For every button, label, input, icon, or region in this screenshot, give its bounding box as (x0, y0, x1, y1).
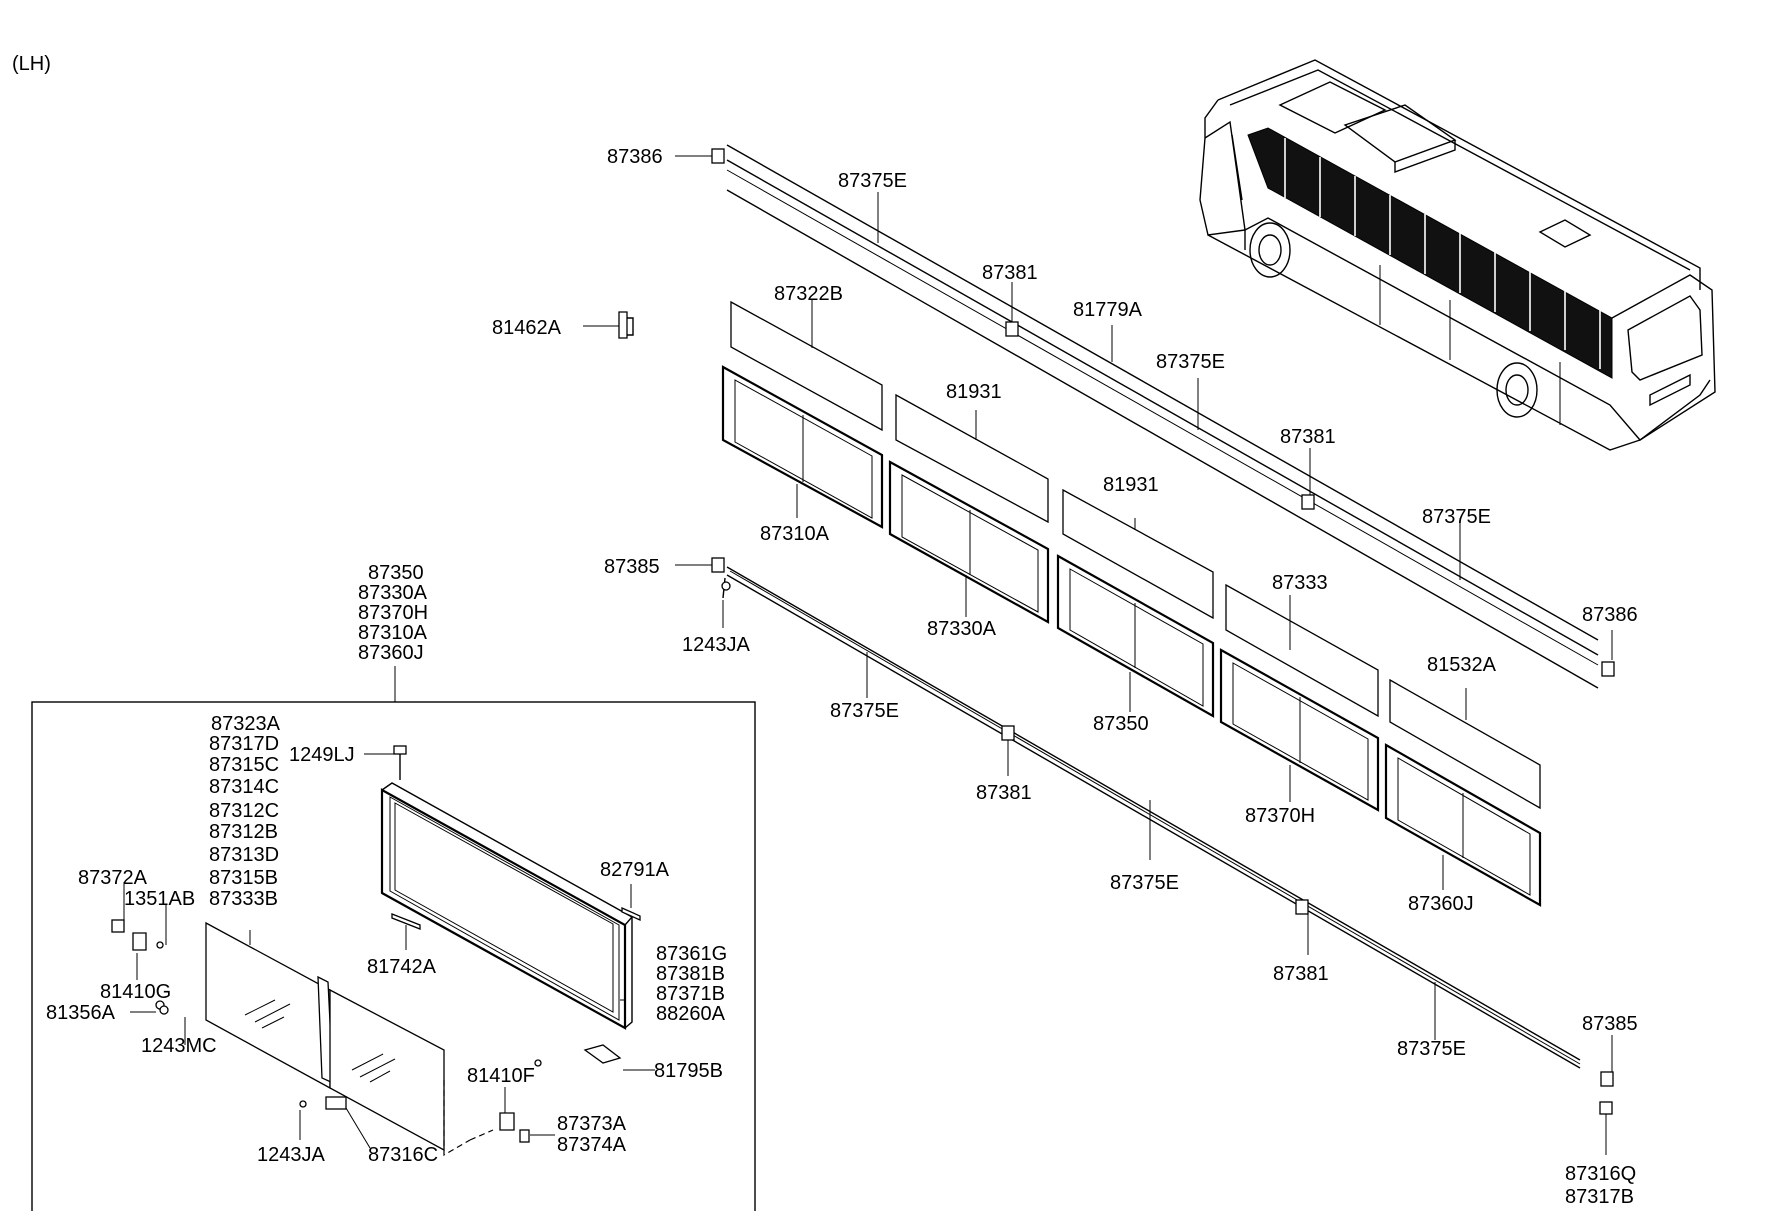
label-87312B: 87312B (209, 821, 278, 843)
label-87360J-assy: 87360J (358, 642, 424, 664)
detail-inset: 87323A 87317D 87315C 87314C 87312C 87312… (46, 713, 727, 1166)
label-81410F: 81410F (467, 1065, 535, 1087)
lower-rail (711, 557, 1614, 1115)
clip-87381-3 (1001, 725, 1015, 741)
label-87373A: 87373A (557, 1113, 627, 1135)
label-87322B: 87322B (774, 283, 843, 305)
clip-87381-1 (1005, 321, 1019, 337)
label-87371B: 87371B (656, 983, 725, 1005)
label-87386-top: 87386 (607, 146, 663, 168)
label-87374A: 87374A (557, 1134, 627, 1156)
label-87312C: 87312C (209, 800, 279, 822)
label-87381-1: 87381 (982, 262, 1038, 284)
label-87316Q: 87316Q (1565, 1163, 1636, 1185)
upper-rail (711, 144, 1615, 689)
endcap-87386-right (1601, 661, 1615, 677)
label-87310A-assy: 87310A (358, 622, 428, 644)
label-1243JA-top: 1243JA (682, 634, 750, 656)
label-87375E-6: 87375E (1397, 1038, 1466, 1060)
label-82791A: 82791A (600, 859, 670, 881)
label-81356A: 81356A (46, 1002, 116, 1024)
side-label: (LH) (12, 53, 51, 75)
label-87370H: 87370H (1245, 805, 1315, 827)
label-87310A: 87310A (760, 523, 830, 545)
label-87361G: 87361G (656, 943, 727, 965)
label-87323A: 87323A (211, 713, 281, 735)
label-81795B: 81795B (654, 1060, 723, 1082)
label-87375E-5: 87375E (1110, 872, 1179, 894)
label-87385-top: 87385 (604, 556, 660, 578)
detail-inset-box (31, 701, 756, 1211)
label-87317B: 87317B (1565, 1186, 1634, 1208)
label-81410G: 81410G (100, 981, 171, 1003)
label-88260A: 88260A (656, 1003, 726, 1025)
label-81532A: 81532A (1427, 654, 1497, 676)
label-87317D: 87317D (209, 733, 279, 755)
label-87315C: 87315C (209, 754, 279, 776)
latch-group-labels: 87373A 87374A (557, 1113, 627, 1156)
label-87386-right: 87386 (1582, 604, 1638, 626)
label-87333B: 87333B (209, 888, 278, 910)
clip-87381-2 (1301, 494, 1315, 510)
bracket-81462A (618, 311, 628, 339)
label-81931-2: 81931 (1103, 474, 1159, 496)
label-1249LJ: 1249LJ (289, 744, 355, 766)
label-1243MC: 1243MC (141, 1035, 217, 1057)
label-87330A-assy: 87330A (358, 582, 428, 604)
label-87381B: 87381B (656, 963, 725, 985)
clip-87381-4 (1295, 899, 1309, 915)
glass-pane-2 (329, 988, 445, 1152)
label-87313D: 87313D (209, 844, 279, 866)
label-81742A: 81742A (367, 956, 437, 978)
label-87315B: 87315B (209, 867, 278, 889)
label-87350: 87350 (1093, 713, 1149, 735)
window-frame-assembly (380, 788, 627, 1030)
label-87316C: 87316C (368, 1144, 438, 1166)
label-87350-assy: 87350 (368, 562, 424, 584)
glass-pane-1 (205, 921, 331, 1090)
endcap-87385-right (1600, 1071, 1614, 1087)
assembly-group-labels: 87350 87330A 87370H 87310A 87360J (358, 562, 428, 664)
window-panels (721, 300, 1542, 907)
label-87370H-assy: 87370H (358, 602, 428, 624)
glass-group-labels: 87323A 87317D 87315C 87314C 87312C 87312… (209, 713, 281, 910)
block-87316Q (1599, 1101, 1613, 1115)
leader-lines (583, 155, 1613, 1155)
label-1243JA-inset: 1243JA (257, 1144, 325, 1166)
bus-illustration (1199, 59, 1716, 451)
endcap-87385-top (711, 557, 725, 573)
label-87372A: 87372A (78, 867, 148, 889)
label-87314C: 87314C (209, 776, 279, 798)
endcap-87386-top (711, 148, 725, 164)
label-87333: 87333 (1272, 572, 1328, 594)
label-81931-1: 81931 (946, 381, 1002, 403)
label-1351AB: 1351AB (124, 888, 195, 910)
label-87375E-2: 87375E (1156, 351, 1225, 373)
label-87381-4: 87381 (1273, 963, 1329, 985)
part-labels: 87386 87375E 81462A 87322B 87381 81779A … (492, 146, 1638, 1208)
label-81462A: 81462A (492, 317, 562, 339)
label-87375E-4: 87375E (830, 700, 899, 722)
label-87375E-3: 87375E (1422, 506, 1491, 528)
label-87381-3: 87381 (976, 782, 1032, 804)
side-window-band (1247, 127, 1613, 379)
label-87360J: 87360J (1408, 893, 1474, 915)
label-87381-2: 87381 (1280, 426, 1336, 448)
label-87330A: 87330A (927, 618, 997, 640)
label-81779A: 81779A (1073, 299, 1143, 321)
label-87375E-1: 87375E (838, 170, 907, 192)
label-87385-right: 87385 (1582, 1013, 1638, 1035)
frame-group-labels: 87361G 87381B 87371B 88260A (656, 943, 727, 1025)
